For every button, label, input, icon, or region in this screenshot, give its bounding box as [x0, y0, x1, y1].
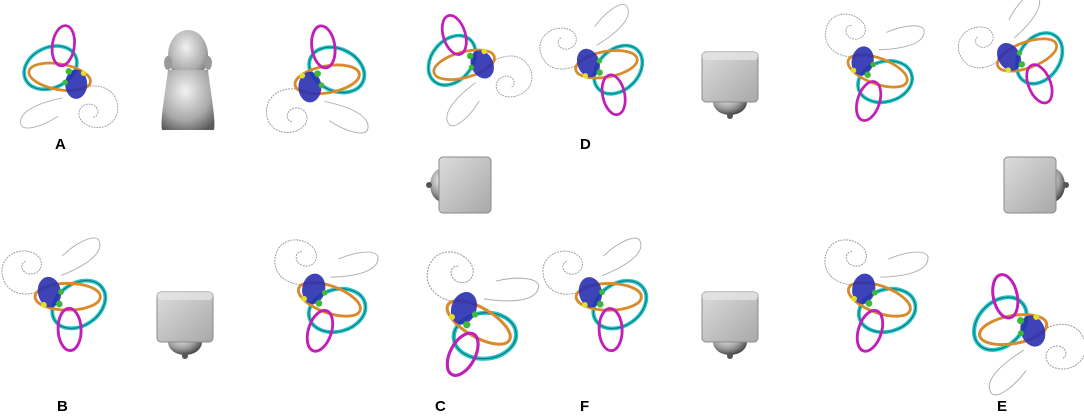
labyrinth-a-right-icon [264, 22, 374, 135]
panel-label-b: B [57, 398, 68, 415]
head-cube-b-icon [156, 291, 214, 360]
labyrinth-f-left-icon [537, 234, 665, 364]
head-back-view-icon [161, 30, 215, 130]
labyrinth-c-icon [396, 245, 544, 395]
panel-label-a: A [55, 136, 66, 153]
labyrinth-d-3-icon [809, 8, 931, 133]
panel-label-e: E [997, 398, 1008, 415]
labyrinth-e-icon [947, 251, 1084, 400]
labyrinth-a-left-icon [15, 22, 120, 130]
labyrinth-d-1-icon [403, 0, 538, 129]
labyrinth-d-4-icon [949, 0, 1084, 132]
head-cube-c-icon [425, 156, 492, 214]
head-cube-e-icon [1003, 156, 1070, 214]
panel-label-f: F [580, 398, 590, 415]
head-cube-f-icon [701, 291, 759, 360]
labyrinth-f-right-icon [808, 234, 935, 364]
labyrinth-b-right-icon [258, 234, 385, 364]
labyrinth-b-left-icon [0, 234, 124, 364]
labyrinth-d-2-icon [532, 0, 667, 136]
panel-label-d: D [580, 136, 591, 153]
head-cube-d-icon [701, 51, 759, 120]
panel-label-c: C [435, 398, 446, 415]
